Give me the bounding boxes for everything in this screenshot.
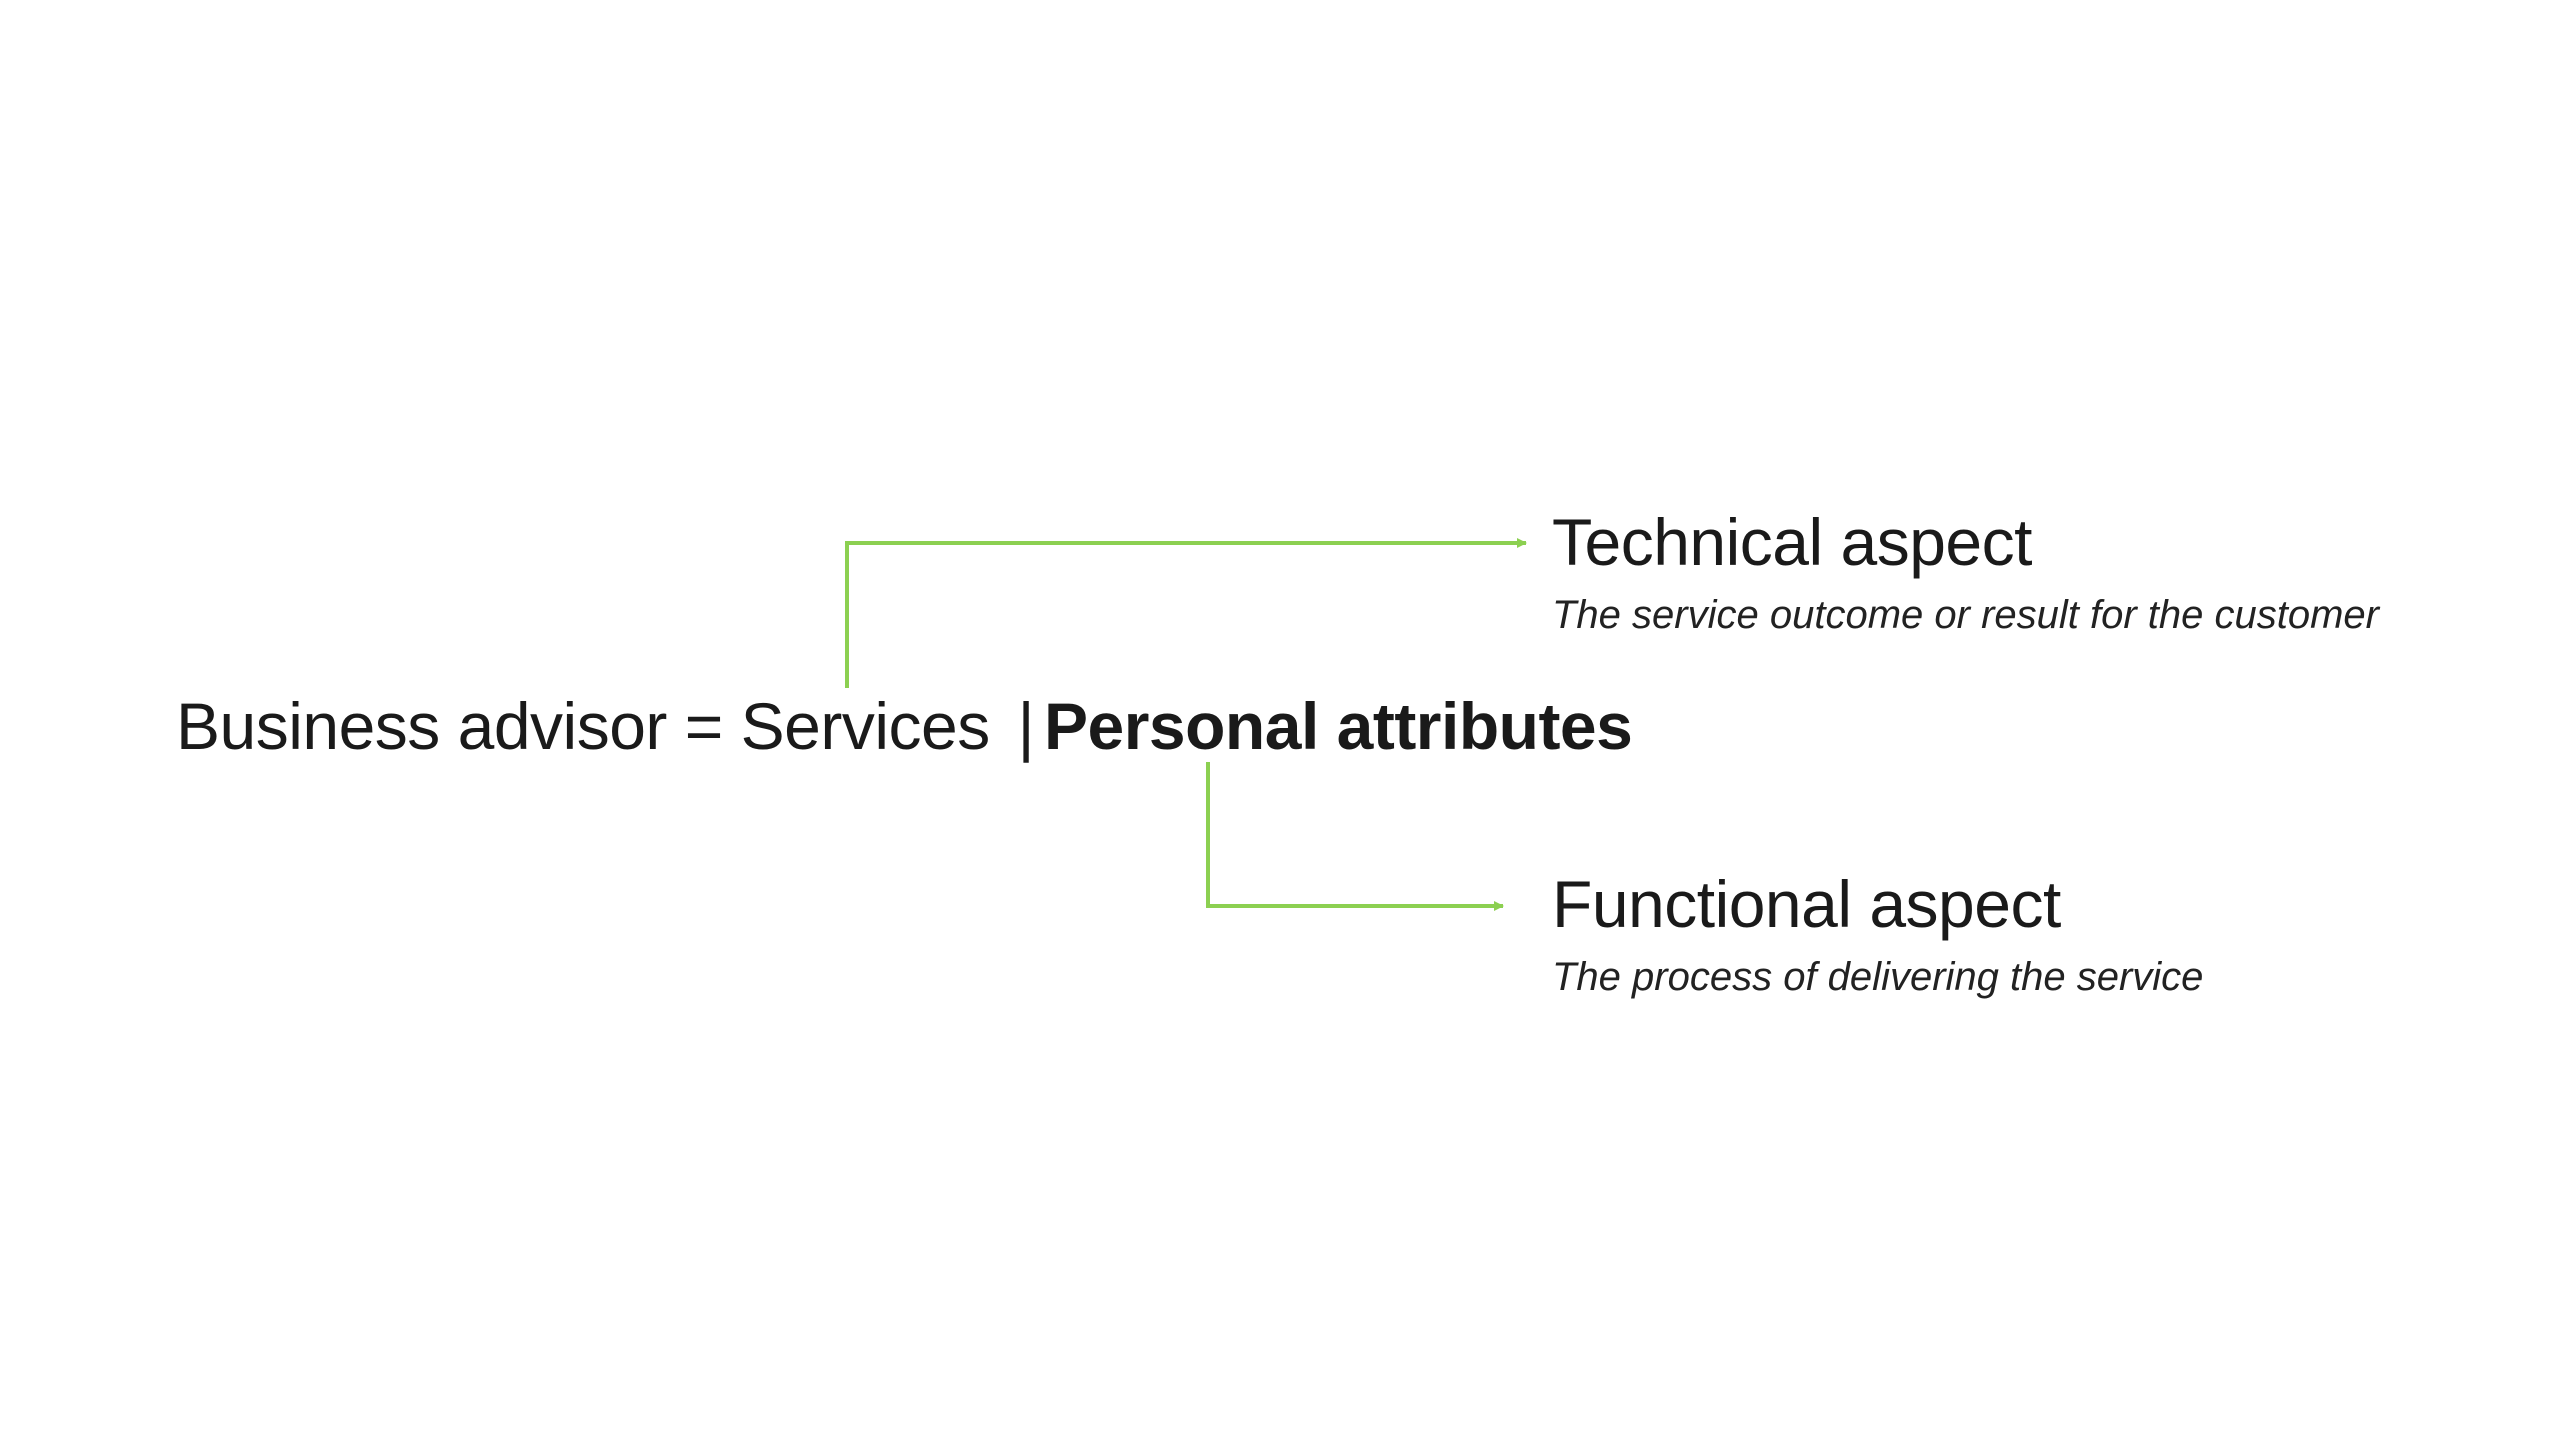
equation-equals-sign: = [684,689,724,763]
technical-aspect-title: Technical aspect [1552,505,2032,579]
equation-subject: Business advisor [176,689,667,763]
equation-services: Services [740,689,991,763]
functional-aspect-block: Functional aspect The process of deliver… [1552,866,2203,1002]
equation-personal-attributes: Personal attributes [1044,689,1633,763]
connector-attributes-to-functional [1206,762,1504,911]
equation-line: Business advisor = Services |Personal at… [176,686,1633,766]
technical-aspect-block: Technical aspect The service outcome or … [1552,504,2379,640]
technical-aspect-description: The service outcome or result for the cu… [1552,593,2379,637]
connector-services-to-technical [845,538,1527,688]
equation-separator: | [1017,689,1035,763]
functional-aspect-title: Functional aspect [1552,867,2061,941]
functional-aspect-description: The process of delivering the service [1552,955,2204,999]
